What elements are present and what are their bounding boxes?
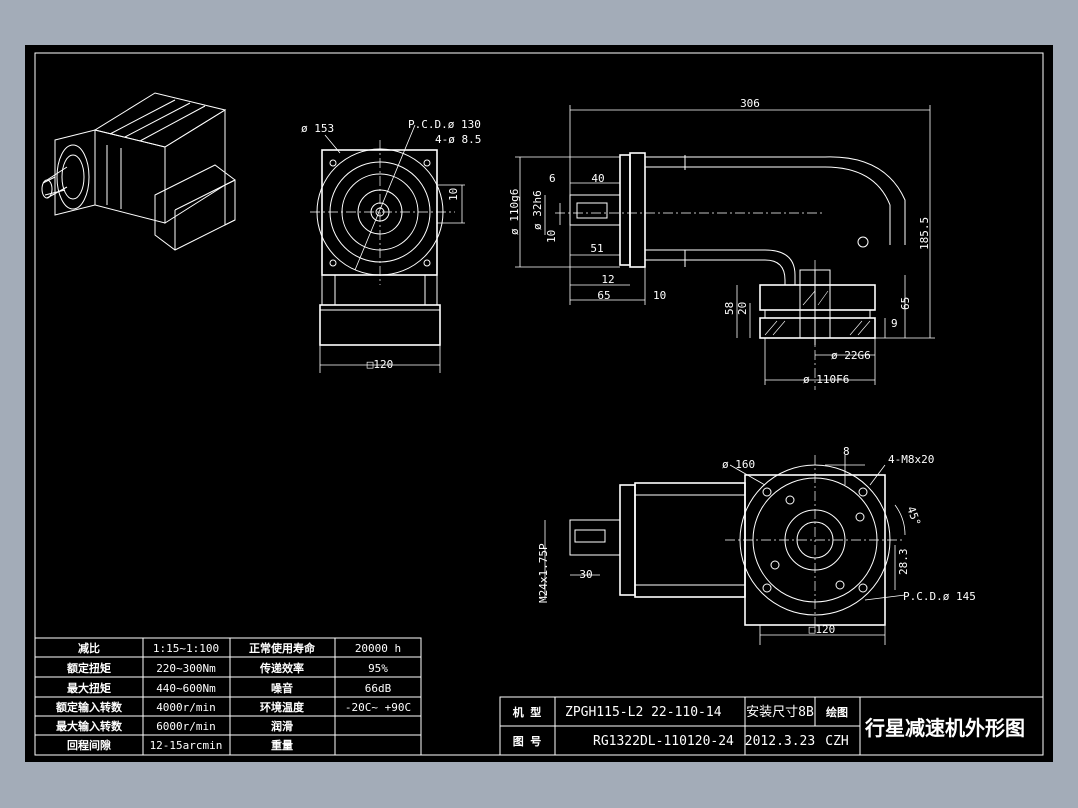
draw-date: 2012.3.23 (745, 734, 815, 749)
dim-end-square: □120 (367, 358, 394, 371)
dim-bottom-pcd: P.C.D.ø 145 (903, 590, 976, 603)
spec-value-life: 20000 h (355, 642, 401, 655)
spec-value-temperature: -20C~ +90C (345, 701, 411, 714)
dim-base-height: 65 (899, 297, 912, 310)
side-view (515, 105, 935, 390)
spec-label-ratio: 减比 (78, 641, 100, 655)
dim-overall-length: 306 (740, 97, 760, 110)
spec-label-life: 正常使用寿命 (249, 641, 316, 655)
dim-base-pilot: ø 110F6 (803, 373, 849, 386)
dim-end-holes: 4-ø 8.5 (435, 133, 481, 146)
spec-value-efficiency: 95% (368, 662, 388, 675)
dim-shaft-dia: ø 32h6 (531, 190, 544, 230)
dim-bottom-angle: 45° (904, 505, 923, 528)
dim-flange-thk: 10 (653, 289, 666, 302)
spec-label-temperature: 环境温度 (260, 700, 305, 714)
dim-end-outer-circle: ø 153 (301, 122, 334, 135)
spec-value-backlash: 12-15arcmin (150, 739, 223, 752)
spec-label-efficiency: 传递效率 (259, 661, 304, 675)
model-value: ZPGH115-L2 22-110-14 (565, 705, 722, 720)
cad-viewport[interactable]: 减比 1:15~1:100 正常使用寿命 20000 h 额定扭矩 220~30… (25, 45, 1053, 762)
install-size-cell: 安装尺寸8B (746, 705, 814, 720)
drawing-number-label: 图 号 (513, 735, 542, 748)
spec-label-max-speed: 最大输入转数 (56, 719, 123, 733)
spec-label-rated-torque: 额定扭矩 (67, 661, 111, 675)
spec-value-rated-speed: 4000r/min (156, 701, 216, 714)
end-view (310, 124, 465, 373)
dim-base-thk: 9 (891, 317, 898, 330)
drawing-title: 行星减速机外形图 (864, 716, 1025, 740)
dim-flange-length: 65 (597, 289, 610, 302)
drawing-number-value: RG1322DL-110120-24 (593, 734, 734, 749)
dim-bottom-holes: 4-M8x20 (888, 453, 934, 466)
dim-bottom-key-width: 8 (843, 445, 850, 458)
spec-label-lubrication: 润滑 (271, 719, 293, 733)
draw-author: CZH (825, 734, 848, 749)
spec-label-backlash: 回程间隙 (67, 738, 111, 752)
dim-bottom-thread: M24x1.75P (537, 543, 550, 603)
dim-flange-pilot: ø 110g6 (508, 189, 521, 235)
dim-output-step: 20 (736, 302, 749, 315)
spec-label-noise: 噪音 (271, 681, 293, 695)
isometric-view (41, 92, 236, 251)
model-label: 机 型 (513, 705, 542, 719)
dim-key-width: 10 (545, 230, 558, 243)
spec-value-ratio: 1:15~1:100 (153, 642, 219, 655)
spec-value-noise: 66dB (365, 682, 392, 695)
spec-label-weight: 重量 (271, 738, 293, 752)
dimension-labels: ø 153 P.C.D.ø 130 4-ø 8.5 10 □120 306 ø … (301, 97, 976, 636)
dim-bottom-shaft-length: 30 (579, 568, 592, 581)
dim-collar-length: 12 (601, 273, 614, 286)
spec-label-max-torque: 最大扭矩 (67, 681, 111, 695)
dim-output-bore: ø 22G6 (831, 349, 871, 362)
dim-bottom-flange-dia: ø 160 (722, 458, 755, 471)
spec-value-max-torque: 440~600Nm (156, 682, 216, 695)
dim-output-height: 58 (723, 302, 736, 315)
dim-shaft-length: 51 (590, 242, 603, 255)
dim-shaft-offset: 6 (549, 172, 556, 185)
title-block: 机 型 ZPGH115-L2 22-110-14 图 号 RG1322DL-11… (499, 696, 1044, 756)
technical-drawing: 减比 1:15~1:100 正常使用寿命 20000 h 额定扭矩 220~30… (34, 52, 1044, 756)
bottom-view (544, 455, 906, 645)
dim-end-pcd: P.C.D.ø 130 (408, 118, 481, 131)
dim-end-tab: 10 (447, 188, 460, 201)
spec-value-rated-torque: 220~300Nm (156, 662, 216, 675)
spec-table: 减比 1:15~1:100 正常使用寿命 20000 h 额定扭矩 220~30… (34, 637, 422, 756)
spec-value-max-speed: 6000r/min (156, 720, 216, 733)
dim-bottom-key-depth: 28.3 (897, 549, 910, 576)
spec-label-rated-speed: 额定输入转数 (56, 700, 123, 714)
dim-bottom-square: □120 (809, 623, 836, 636)
draw-label: 绘图 (826, 705, 848, 719)
dim-total-height: 185.5 (918, 217, 931, 250)
dim-key-length: 40 (591, 172, 604, 185)
